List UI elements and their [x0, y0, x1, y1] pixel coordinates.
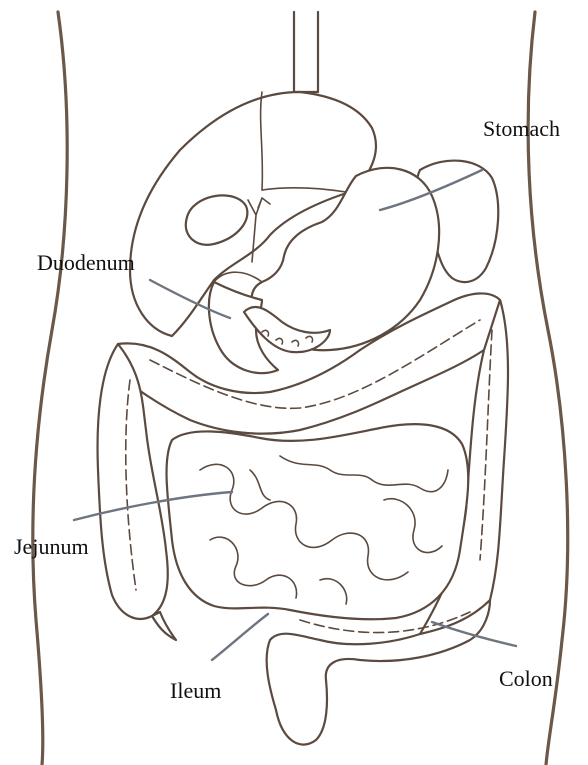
- sigmoid-colon-rectum: [267, 600, 490, 745]
- label-ileum: Ileum: [170, 680, 221, 702]
- small-intestine: [167, 424, 469, 619]
- label-duodenum: Duodenum: [37, 252, 135, 274]
- label-stomach: Stomach: [483, 118, 560, 140]
- leader-ileum: [212, 614, 268, 660]
- label-colon: Colon: [499, 668, 553, 690]
- torso-left-edge: [33, 12, 67, 765]
- esophagus: [294, 12, 318, 92]
- label-jejunum: Jejunum: [14, 536, 89, 558]
